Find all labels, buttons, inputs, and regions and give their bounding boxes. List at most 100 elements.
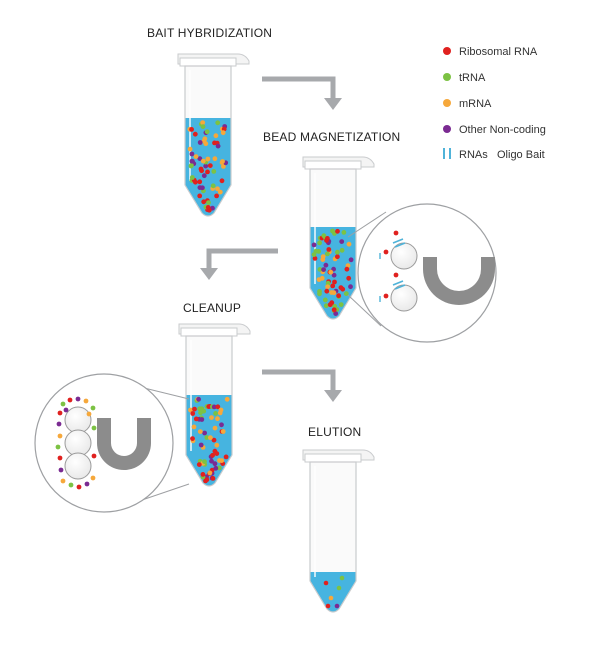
particle xyxy=(215,120,221,126)
particle xyxy=(210,476,216,481)
particle xyxy=(215,404,221,410)
particle xyxy=(345,263,351,268)
legend-label-other-non-coding: Other Non-coding xyxy=(459,124,546,136)
particle xyxy=(202,430,208,436)
particle xyxy=(214,442,220,448)
arrow-head-1 xyxy=(324,98,342,110)
particle xyxy=(191,424,197,430)
particle xyxy=(209,458,214,464)
particle xyxy=(311,252,317,257)
particle xyxy=(57,433,63,439)
particle xyxy=(193,179,198,185)
particle xyxy=(193,416,199,422)
particle xyxy=(224,396,230,402)
particle xyxy=(193,154,199,160)
particle xyxy=(207,470,213,476)
particle xyxy=(215,143,221,149)
particle xyxy=(189,151,195,157)
particle xyxy=(323,303,329,309)
particle xyxy=(201,173,207,179)
particle xyxy=(339,247,345,253)
red-dot-icon xyxy=(443,47,451,55)
particle xyxy=(192,131,198,137)
particle xyxy=(220,429,226,434)
bead xyxy=(64,406,92,434)
particle xyxy=(340,286,346,292)
particle xyxy=(198,166,204,172)
particle xyxy=(327,302,333,308)
particle xyxy=(217,189,223,195)
particle xyxy=(207,163,213,169)
callout-lines-magnetization xyxy=(347,211,387,327)
particle xyxy=(339,239,345,245)
tube-cleanup xyxy=(178,323,251,487)
particle xyxy=(325,603,331,609)
particle xyxy=(383,249,389,255)
particle xyxy=(63,407,69,413)
oligo-bait-icon xyxy=(392,238,404,244)
particle xyxy=(208,435,213,441)
particle xyxy=(348,257,354,263)
zoom-circle-cleanup xyxy=(34,373,174,513)
magnet-icon xyxy=(97,418,151,470)
particle xyxy=(319,275,325,281)
particle xyxy=(206,404,212,409)
tube-elution xyxy=(302,449,375,613)
arrow-step-2-to-3 xyxy=(206,248,278,270)
particle xyxy=(60,478,66,484)
particle xyxy=(316,249,321,254)
particle xyxy=(216,465,222,471)
particle xyxy=(204,477,210,483)
particle xyxy=(201,199,207,205)
particle xyxy=(343,291,349,296)
particle xyxy=(221,126,227,132)
particle xyxy=(196,462,202,467)
particle xyxy=(311,242,317,248)
bead xyxy=(64,452,92,480)
particle xyxy=(320,254,326,259)
particle xyxy=(326,247,332,252)
tube-outline xyxy=(184,65,232,217)
particle xyxy=(331,266,336,272)
legend-label-mrna: mRNA xyxy=(459,98,492,110)
particle xyxy=(330,228,335,234)
step-label-bead-magnetization: BEAD MAGNETIZATION xyxy=(263,130,400,144)
particle xyxy=(332,279,337,285)
tube-outline xyxy=(185,335,233,487)
particle xyxy=(91,453,97,459)
particle xyxy=(188,407,193,413)
particle xyxy=(334,603,340,609)
step-label-cleanup: CLEANUP xyxy=(183,301,241,315)
particle xyxy=(344,266,350,272)
particle xyxy=(328,269,334,275)
green-dot-icon xyxy=(443,73,451,81)
tube-particles xyxy=(187,120,229,213)
particle xyxy=(325,251,330,257)
particle xyxy=(330,283,336,289)
particle xyxy=(210,452,216,458)
oligo-bait-icon xyxy=(443,148,451,159)
particle xyxy=(199,406,205,412)
particle xyxy=(75,396,81,402)
particle xyxy=(346,241,352,247)
particle xyxy=(215,186,220,192)
particle xyxy=(220,130,226,136)
particle xyxy=(67,397,73,403)
particle xyxy=(219,458,225,463)
particle xyxy=(201,138,207,144)
particle xyxy=(205,156,211,162)
particle xyxy=(212,425,218,431)
particle xyxy=(196,396,202,402)
particle xyxy=(322,297,328,303)
legend-label-rnas: RNAs xyxy=(459,149,488,161)
particle xyxy=(220,159,225,164)
arrow-step-1-to-2 xyxy=(262,76,336,100)
particle xyxy=(325,284,330,290)
particle xyxy=(324,288,330,294)
tube-particles xyxy=(188,396,230,484)
particle xyxy=(213,465,219,471)
particle xyxy=(317,291,322,297)
particle xyxy=(200,124,206,129)
particle xyxy=(86,411,92,417)
tube-rim xyxy=(180,327,238,337)
